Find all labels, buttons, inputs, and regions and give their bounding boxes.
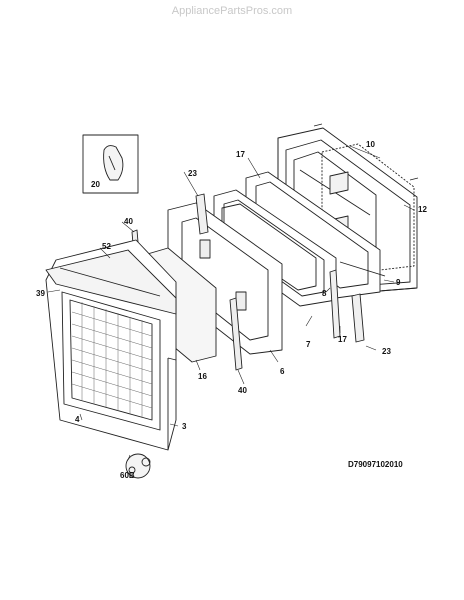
- hinge-23-top: [195, 193, 209, 235]
- part-label-60b: 60B: [120, 471, 135, 480]
- part-label-6: 6: [280, 367, 285, 376]
- part-label-17-top: 17: [236, 150, 245, 159]
- site-watermark: AppliancePartsPros.com: [171, 5, 293, 17]
- part-20-inset: [82, 134, 139, 194]
- part-label-8: 8: [322, 289, 327, 298]
- part-label-17-bottom: 17: [338, 335, 347, 344]
- part-label-12: 12: [418, 205, 427, 214]
- part-label-10: 10: [366, 140, 375, 149]
- screw-60b: [125, 453, 151, 479]
- hinge-23-bottom: [351, 293, 365, 343]
- channel-17: [329, 269, 341, 339]
- part-label-7: 7: [306, 340, 311, 349]
- outer-door-front: [45, 239, 177, 451]
- part-label-40-bottom: 40: [238, 386, 247, 395]
- part-label-16: 16: [198, 372, 207, 381]
- part-label-9: 9: [396, 278, 401, 287]
- part-label-3: 3: [182, 422, 187, 431]
- part-label-23-bottom: 23: [382, 347, 391, 356]
- part-label-20: 20: [91, 180, 100, 189]
- part-label-39: 39: [36, 289, 45, 298]
- part-label-52: 52: [102, 242, 111, 251]
- document-id: D79097102010: [348, 460, 403, 469]
- part-label-23-top: 23: [188, 169, 197, 178]
- part-label-4: 4: [75, 415, 80, 424]
- channel-40-bottom: [229, 297, 243, 371]
- part-label-40-top: 40: [124, 217, 133, 226]
